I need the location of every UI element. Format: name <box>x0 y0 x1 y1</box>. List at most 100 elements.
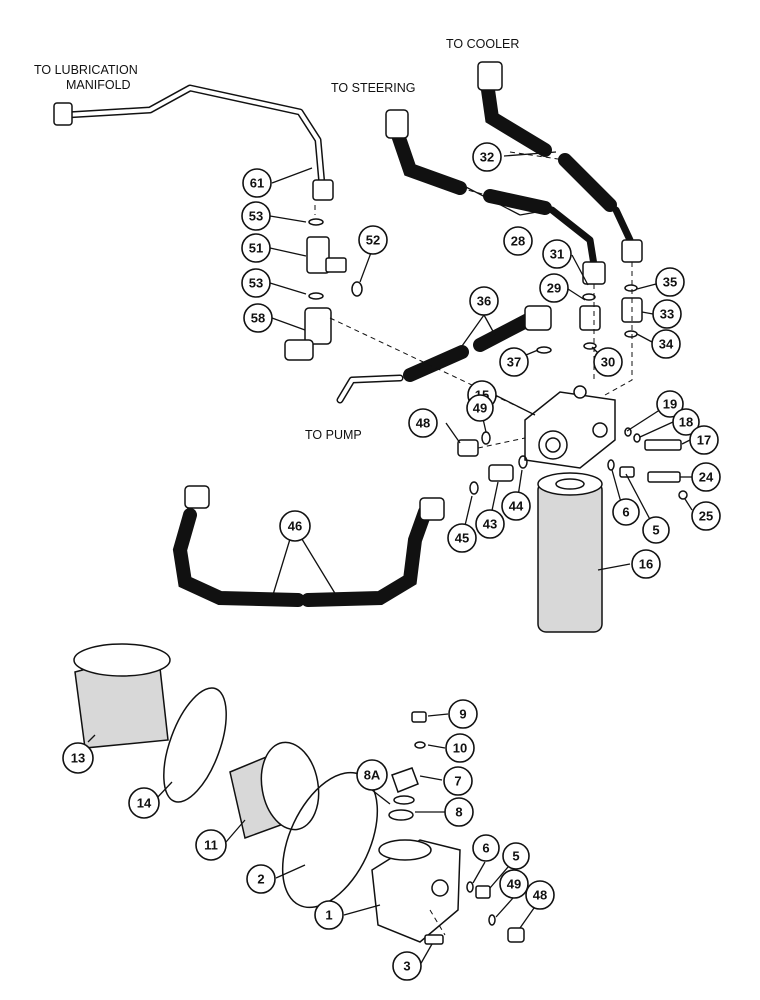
callout-61: 61 <box>242 168 272 198</box>
callout-2: 2 <box>246 864 276 894</box>
callout-37: 37 <box>499 347 529 377</box>
svg-text:29: 29 <box>547 281 561 296</box>
callout-6-lower: 6 <box>472 834 500 862</box>
svg-text:8A: 8A <box>364 768 381 783</box>
svg-text:18: 18 <box>679 415 693 430</box>
callout-13: 13 <box>62 742 94 774</box>
label-manifold: MANIFOLD <box>66 78 131 92</box>
callout-53-upper: 53 <box>241 201 271 231</box>
callout-8: 8 <box>444 797 474 827</box>
svg-text:51: 51 <box>249 241 263 256</box>
svg-text:52: 52 <box>366 233 380 248</box>
callout-28: 28 <box>503 226 533 256</box>
svg-text:3: 3 <box>403 959 410 974</box>
svg-text:53: 53 <box>249 276 263 291</box>
callout-48-lower: 48 <box>525 880 555 910</box>
svg-text:45: 45 <box>455 531 469 546</box>
callout-8A: 8A <box>356 759 388 791</box>
assembly-lines <box>314 151 633 936</box>
head-small-parts <box>457 427 688 500</box>
callout-45: 45 <box>447 523 477 553</box>
callout-46: 46 <box>279 510 311 542</box>
svg-text:6: 6 <box>482 841 489 856</box>
callout-3: 3 <box>392 951 422 981</box>
svg-text:2: 2 <box>257 872 264 887</box>
callout-58: 58 <box>243 303 273 333</box>
callout-30: 30 <box>593 347 623 377</box>
svg-text:17: 17 <box>697 433 711 448</box>
callout-5-lower: 5 <box>502 842 530 870</box>
svg-text:6: 6 <box>622 505 629 520</box>
label-to-cooler: TO COOLER <box>446 37 519 51</box>
callout-10: 10 <box>445 733 475 763</box>
label-to-steering: TO STEERING <box>331 81 416 95</box>
svg-text:11: 11 <box>204 838 218 853</box>
svg-text:8: 8 <box>455 805 462 820</box>
housing-1 <box>371 839 461 943</box>
callout-18: 18 <box>672 408 700 436</box>
svg-text:13: 13 <box>71 751 85 766</box>
pump-hose <box>336 305 552 404</box>
svg-text:7: 7 <box>454 774 461 789</box>
callout-19: 19 <box>656 390 684 418</box>
svg-text:25: 25 <box>699 509 713 524</box>
fittings-29-33 <box>579 284 643 350</box>
svg-text:43: 43 <box>483 517 497 532</box>
callout-24: 24 <box>691 462 721 492</box>
callout-49-lower: 49 <box>499 869 529 899</box>
callout-32: 32 <box>472 142 502 172</box>
svg-text:31: 31 <box>550 247 564 262</box>
svg-text:19: 19 <box>663 397 677 412</box>
callout-16: 16 <box>631 549 661 579</box>
callout-51: 51 <box>241 233 271 263</box>
callout-25: 25 <box>691 501 721 531</box>
svg-text:28: 28 <box>511 234 525 249</box>
oring-14 <box>163 687 227 803</box>
callout-14: 14 <box>128 787 160 819</box>
svg-text:10: 10 <box>453 741 467 756</box>
leader-lines <box>87 151 693 966</box>
svg-text:32: 32 <box>480 150 494 165</box>
elbow-fitting <box>284 307 332 361</box>
callout-49-upper: 49 <box>466 394 494 422</box>
svg-text:24: 24 <box>699 470 714 485</box>
svg-text:49: 49 <box>473 401 487 416</box>
svg-text:34: 34 <box>659 337 674 352</box>
callout-34: 34 <box>651 329 681 359</box>
callout-29: 29 <box>539 273 569 303</box>
callout-33: 33 <box>652 299 682 329</box>
callout-43: 43 <box>475 509 505 539</box>
svg-text:37: 37 <box>507 355 521 370</box>
svg-text:14: 14 <box>137 796 152 811</box>
return-hose <box>172 485 445 607</box>
callout-53-lower: 53 <box>241 268 271 298</box>
label-to-pump: TO PUMP <box>305 428 362 442</box>
lubrication-tube <box>53 84 334 201</box>
callout-48-upper: 48 <box>408 408 438 438</box>
callout-5-upper: 5 <box>642 516 670 544</box>
svg-text:49: 49 <box>507 877 521 892</box>
callout-11: 11 <box>195 829 227 861</box>
svg-text:58: 58 <box>251 311 265 326</box>
callout-44: 44 <box>501 491 531 521</box>
callout-6-upper: 6 <box>612 498 640 526</box>
steering-hose <box>385 109 606 285</box>
svg-text:61: 61 <box>250 176 264 191</box>
filter-head <box>524 385 616 469</box>
svg-text:44: 44 <box>509 499 524 514</box>
callout-35: 35 <box>655 267 685 297</box>
svg-text:9: 9 <box>459 707 466 722</box>
cooler-hose <box>477 61 643 263</box>
svg-text:48: 48 <box>533 888 547 903</box>
svg-text:33: 33 <box>660 307 674 322</box>
callout-36: 36 <box>469 286 499 316</box>
svg-text:5: 5 <box>512 849 519 864</box>
svg-text:30: 30 <box>601 355 615 370</box>
callout-52: 52 <box>358 225 388 255</box>
svg-text:35: 35 <box>663 275 677 290</box>
callout-9: 9 <box>448 699 478 729</box>
svg-text:16: 16 <box>639 557 653 572</box>
strainer-11 <box>229 741 320 839</box>
svg-text:36: 36 <box>477 294 491 309</box>
